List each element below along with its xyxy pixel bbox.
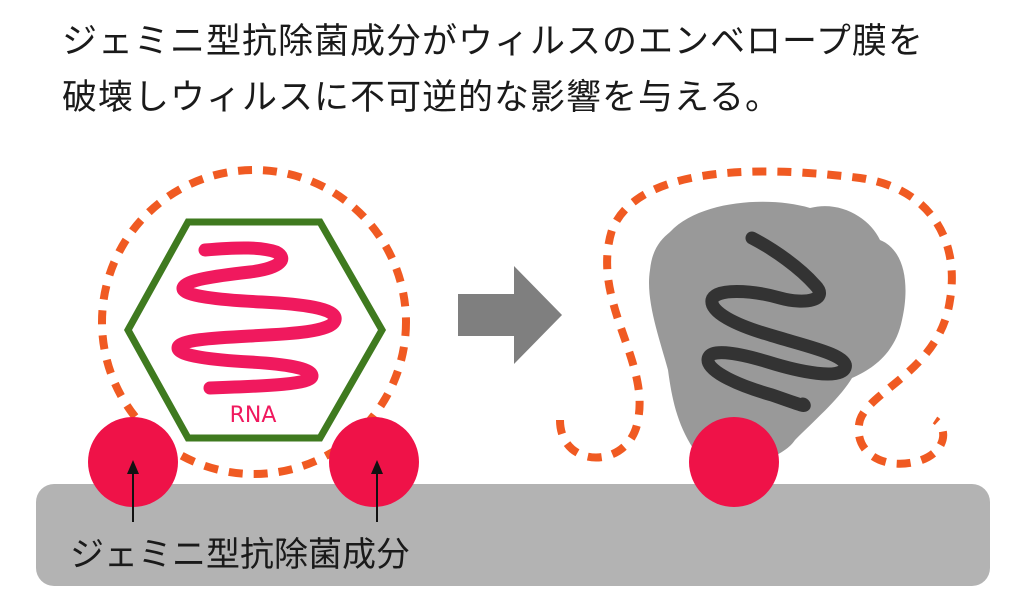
rna-strand — [171, 241, 342, 395]
pointer-arrow-right — [371, 460, 383, 522]
headline: ジェミニ型抗除菌成分がウィルスのエンベロープ膜を 破壊しウィルスに不可逆的な影響… — [62, 14, 1002, 126]
component-sphere-destroyed — [689, 417, 779, 507]
surface-label: ジェミニ型抗除菌成分 — [70, 535, 410, 575]
component-sphere-right — [329, 417, 419, 507]
capsid-hexagon — [123, 218, 387, 442]
rna-label: RNA — [230, 403, 277, 428]
broken-envelope — [556, 167, 956, 468]
surface-bar — [36, 484, 990, 586]
envelope-membrane — [98, 166, 410, 478]
pointer-arrow-left — [127, 460, 139, 522]
headline-line-1: ジェミニ型抗除菌成分がウィルスのエンベロープ膜を — [62, 22, 924, 62]
headline-line-2: 破壊しウィルスに不可逆的な影響を与える。 — [62, 78, 781, 118]
transition-arrow — [458, 266, 562, 364]
damaged-rna-strand — [701, 231, 852, 413]
